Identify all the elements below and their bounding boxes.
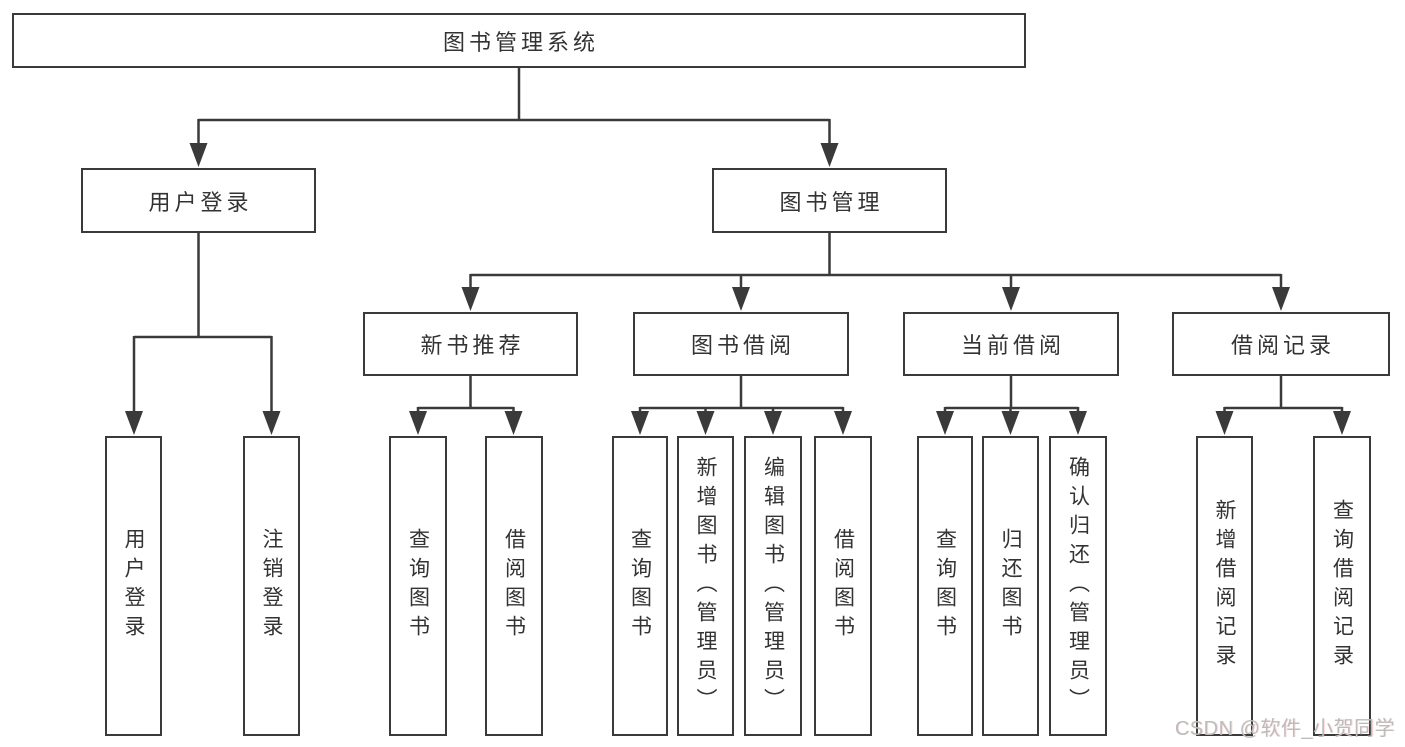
node-label: 借阅图书 [502,528,526,644]
leaf-return-books: 归还图书 [982,436,1039,736]
node-label: 编辑图书（管理员） [761,455,785,717]
node-label: 确认归还（管理员） [1066,455,1090,717]
node-new-book-recommendation: 新书推荐 [363,312,578,376]
leaf-edit-books-admin: 编辑图书（管理员） [744,436,802,736]
node-label: 图书管理系统 [442,29,599,55]
node-label: 新增图书（管理员） [694,455,717,717]
node-root-library-system: 图书管理系统 [12,13,1026,68]
node-current-borrowing: 当前借阅 [903,312,1119,376]
leaf-borrow-books: 借阅图书 [814,436,872,736]
node-label: 查询借阅记录 [1330,499,1354,673]
connector-lines [132,68,1344,413]
node-book-borrowing: 图书借阅 [633,312,849,376]
node-label: 查询图书 [628,528,652,644]
node-label: 查询图书 [933,528,957,644]
csdn-watermark: CSDN @软件_小贺同学 [1174,718,1395,740]
arrow-heads [125,143,1351,435]
leaf-logout: 注销登录 [243,436,300,736]
node-label: 注销登录 [260,528,283,644]
node-label: 归还图书 [999,528,1022,644]
leaf-add-borrow-record: 新增借阅记录 [1196,436,1253,736]
leaf-borrow-books-recommend: 借阅图书 [485,436,543,736]
node-label: 当前借阅 [960,333,1065,358]
node-borrowing-records: 借阅记录 [1172,312,1390,376]
leaf-query-books-current: 查询图书 [917,436,973,736]
leaf-add-books-admin: 新增图书（管理员） [677,436,734,736]
leaf-query-books-recommend: 查询图书 [389,436,447,736]
node-label: 用户登录 [148,189,253,215]
node-label: 新书推荐 [420,333,525,358]
node-label: 查询图书 [406,528,430,644]
node-label: 图书管理 [779,189,884,215]
leaf-confirm-return-admin: 确认归还（管理员） [1049,436,1107,736]
node-label: 新增借阅记录 [1213,499,1236,673]
leaf-query-books-borrow: 查询图书 [612,436,668,736]
node-label: 图书借阅 [690,333,795,358]
node-label: 借阅记录 [1230,333,1335,358]
leaf-query-borrow-record: 查询借阅记录 [1313,436,1371,736]
node-user-login: 用户登录 [81,168,316,233]
node-label: 借阅图书 [831,528,855,644]
node-book-management: 图书管理 [712,168,947,233]
leaf-user-login: 用户登录 [105,436,162,736]
node-label: 用户登录 [122,528,145,644]
